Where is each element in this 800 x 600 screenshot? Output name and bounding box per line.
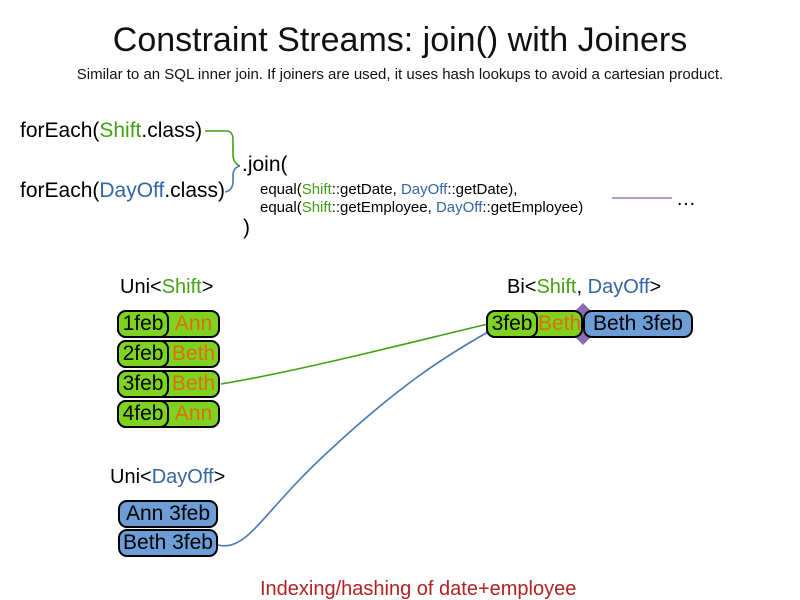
- code-token-shift: Shift: [301, 199, 332, 216]
- code-token: ::getDate,: [331, 181, 401, 198]
- code-join-close: ): [243, 216, 250, 239]
- label-token: >: [649, 276, 662, 298]
- code-token: ::getDate),: [447, 181, 518, 198]
- shift-row-employee: Ann: [174, 402, 213, 425]
- label-token: Bi<: [507, 276, 537, 298]
- uni-shift-label: Uni<Shift>: [120, 276, 213, 299]
- code-foreach-dayoff: forEach(DayOff.class): [20, 179, 225, 203]
- label-token: Uni<: [110, 466, 152, 488]
- shift-row-2feb: 2feb Beth: [117, 340, 220, 368]
- bi-row-date: 3feb: [486, 310, 538, 338]
- code-equal-employee: equal(Shift::getEmployee, DayOff::getEmp…: [260, 199, 583, 216]
- label-token: >: [201, 276, 214, 298]
- indexing-note: Indexing/hashing of date+employee to sca…: [260, 531, 591, 600]
- code-foreach-shift: forEach(Shift.class): [20, 119, 202, 143]
- bi-label: Bi<Shift, DayOff>: [507, 276, 661, 299]
- code-token: forEach(: [20, 179, 100, 202]
- bi-row-shift-part: 3feb Beth: [486, 310, 583, 338]
- code-token: .class): [164, 179, 226, 202]
- shift-row-to-bi-connector: [220, 323, 489, 385]
- code-token-dayoff: DayOff: [99, 179, 165, 202]
- bi-row-employee: Beth: [538, 312, 582, 335]
- label-token: Uni<: [120, 276, 162, 298]
- code-token: ::getEmployee): [482, 199, 584, 216]
- code-token-dayoff: DayOff: [435, 199, 483, 216]
- shift-row-date: 1feb: [117, 310, 169, 338]
- dayoff-to-join-connector: [224, 165, 241, 193]
- code-token: ::getEmployee,: [331, 199, 436, 216]
- label-token-dayoff: DayOff: [151, 466, 214, 488]
- dayoff-row-ann: Ann 3feb: [118, 500, 218, 528]
- bi-row-dayoff-part: Beth 3feb: [583, 310, 693, 338]
- code-token: .class): [141, 119, 203, 142]
- code-token-dayoff: DayOff: [400, 181, 448, 198]
- shift-row-date: 2feb: [117, 340, 169, 368]
- shift-row-date: 4feb: [117, 400, 169, 428]
- label-token-dayoff: DayOff: [587, 276, 650, 298]
- dayoff-row-beth: Beth 3feb: [118, 529, 218, 557]
- code-join-open: .join(: [242, 153, 288, 176]
- shift-row-1feb: 1feb Ann: [117, 310, 220, 338]
- shift-row-employee: Beth: [171, 342, 216, 365]
- page-title: Constraint Streams: join() with Joiners: [112, 21, 688, 59]
- joiner-ellipsis: …: [676, 188, 698, 210]
- page-subtitle: Similar to an SQL inner join. If joiners…: [76, 66, 724, 83]
- code-equal-date: equal(Shift::getDate, DayOff::getDate),: [260, 181, 517, 198]
- code-token: forEach(: [20, 119, 100, 142]
- code-token: equal(: [260, 199, 302, 216]
- indexing-note-line1: Indexing/hashing of date+employee: [260, 578, 577, 600]
- shift-row-employee: Beth: [171, 372, 216, 395]
- code-token-shift: Shift: [99, 119, 142, 142]
- shift-row-employee: Ann: [174, 312, 213, 335]
- label-token: ,: [576, 276, 588, 298]
- label-token-shift: Shift: [536, 276, 577, 298]
- label-token: >: [213, 466, 226, 488]
- uni-dayoff-label: Uni<DayOff>: [110, 466, 225, 489]
- code-token: equal(: [260, 181, 302, 198]
- shift-row-4feb: 4feb Ann: [117, 400, 220, 428]
- shift-row-3feb: 3feb Beth: [117, 370, 220, 398]
- dayoff-row-to-bi-connector: [217, 331, 489, 547]
- shift-row-date: 3feb: [117, 370, 169, 398]
- code-token-shift: Shift: [301, 181, 332, 198]
- shift-to-join-connector: [205, 130, 241, 167]
- label-token-shift: Shift: [161, 276, 202, 298]
